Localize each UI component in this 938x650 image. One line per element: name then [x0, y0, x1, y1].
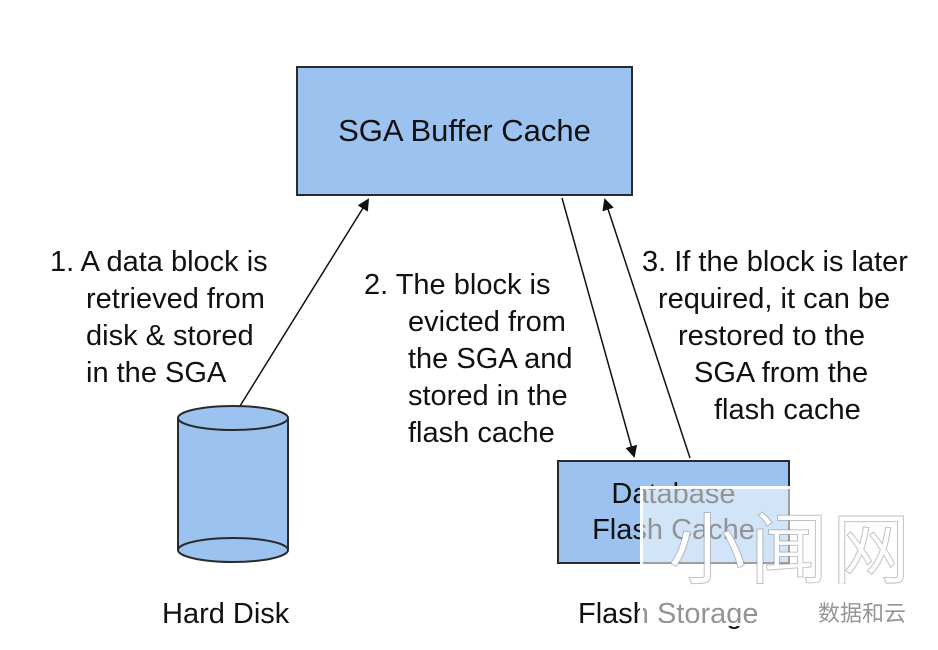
step-3-line: flash cache — [714, 394, 861, 426]
step-3-line: SGA from the — [694, 357, 869, 389]
sga-buffer-cache-label: SGA Buffer Cache — [338, 113, 591, 148]
step-2-line: stored in the — [408, 380, 568, 412]
step-1-text: 1. A data block is retrieved from disk &… — [50, 244, 268, 392]
step-2-line: evicted from — [408, 306, 566, 338]
watermark-site: XWENW.COM — [770, 580, 873, 595]
step-1-line: 1. A data block is — [50, 246, 268, 278]
arrow-sga-to-flash — [561, 197, 638, 458]
watermark-panel — [640, 486, 910, 626]
step-1-line: retrieved from — [86, 283, 265, 315]
step-3-line: restored to the — [678, 320, 865, 352]
step-2-line: 2. The block is — [364, 269, 551, 301]
hard-disk-caption: Hard Disk — [162, 598, 290, 630]
arrow-flash-to-sga — [602, 198, 691, 459]
step-3-text: 3. If the block is later required, it ca… — [642, 244, 908, 429]
step-2-line: flash cache — [408, 417, 555, 449]
sga-buffer-cache-box: SGA Buffer Cache — [296, 66, 633, 196]
hard-disk-cylinder — [177, 405, 289, 563]
step-2-line: the SGA and — [408, 343, 573, 375]
step-1-line: in the SGA — [86, 357, 227, 389]
step-2-text: 2. The block is evicted from the SGA and… — [364, 267, 572, 452]
arrow-disk-to-sga — [239, 198, 370, 407]
watermark-logo: 小闻网 — [667, 506, 915, 595]
step-3-line: required, it can be — [658, 283, 891, 315]
watermark-brand: 数据和云 — [818, 601, 907, 626]
step-3-line: 3. If the block is later — [642, 246, 908, 278]
step-1-line: disk & stored — [86, 320, 254, 352]
